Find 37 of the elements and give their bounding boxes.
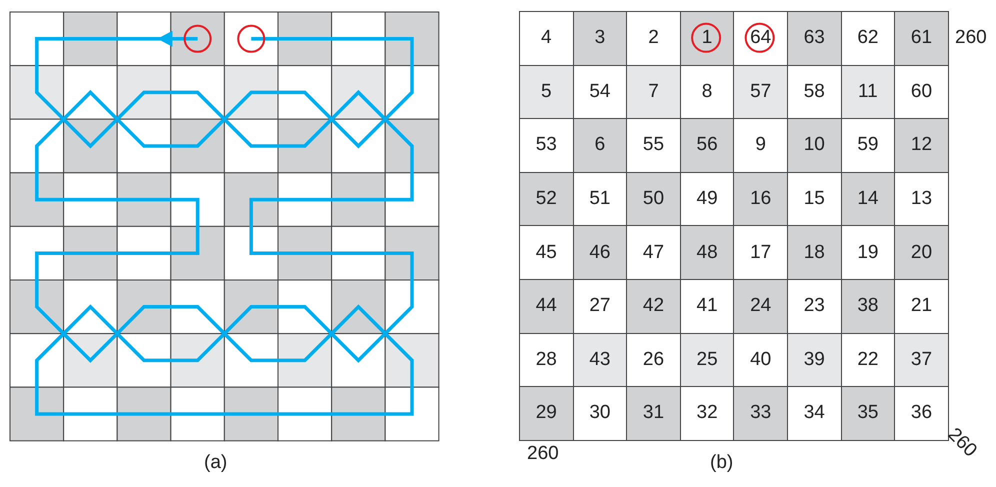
table-cell: 29 [519, 386, 574, 441]
table-cell: 35 [840, 386, 896, 441]
table-cell: 25 [680, 332, 734, 388]
table-cell: 33 [733, 386, 788, 441]
table-cell: 63 [787, 11, 842, 66]
panel-label: (b) [710, 452, 734, 474]
table-cell: 46 [572, 225, 628, 280]
sum-label: 260 [955, 27, 987, 49]
table-cell: 36 [894, 386, 949, 441]
table-cell: 16 [733, 172, 788, 226]
table-cell: 3 [572, 11, 628, 66]
table-cell: 44 [519, 279, 574, 334]
panel-label: (a) [204, 452, 228, 474]
table-cell: 24 [733, 279, 788, 334]
table-cell: 57 [733, 64, 788, 120]
table-cell: 48 [680, 225, 734, 280]
table-cell: 6 [572, 118, 628, 173]
table-cell: 4 [519, 11, 574, 66]
table-cell: 14 [840, 172, 896, 226]
table-cell: 39 [787, 332, 842, 388]
table-cell: 61 [894, 11, 949, 66]
sum-label: 260 [527, 443, 559, 465]
table-cell: 18 [787, 225, 842, 280]
table-cell: 38 [840, 279, 896, 334]
table-cell: 37 [894, 332, 949, 388]
table-cell: 43 [572, 332, 628, 388]
table-cell: 12 [894, 118, 949, 173]
table-cell: 52 [519, 172, 574, 226]
table-cell: 20 [894, 225, 949, 280]
table-cell: 56 [680, 118, 734, 173]
table-cell: 50 [626, 172, 681, 226]
table-cell: 10 [787, 118, 842, 173]
table-cell: 42 [626, 279, 681, 334]
table-cell: 11 [840, 64, 896, 120]
table-cell: 5 [519, 64, 574, 120]
table-cell: 31 [626, 386, 681, 441]
table-cell: 7 [626, 64, 681, 120]
